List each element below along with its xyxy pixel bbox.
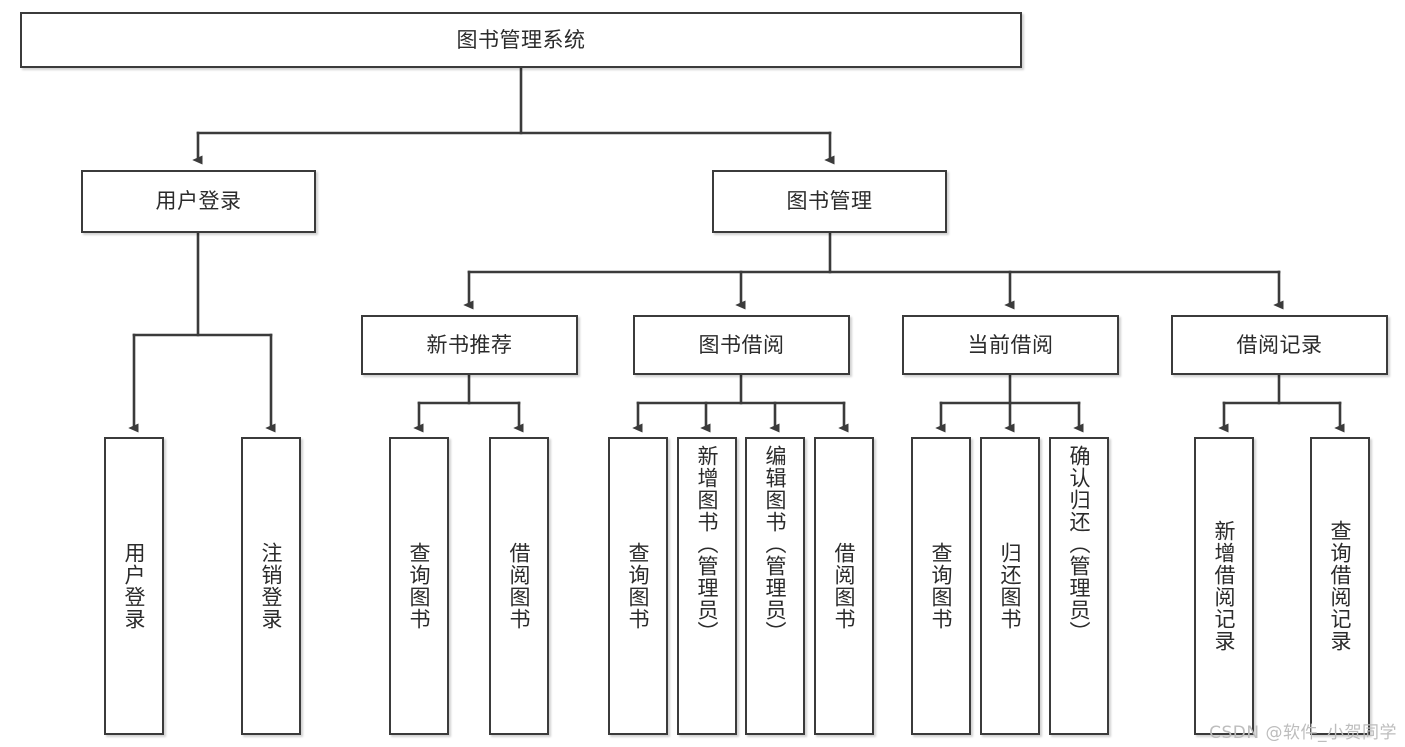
leaf-new-book-query[interactable]: 查询图书 (389, 437, 449, 735)
node-new-book-recommend[interactable]: 新书推荐 (361, 315, 578, 375)
leaf-label: 用户登录 (122, 542, 147, 630)
node-current-borrow-label: 当前借阅 (967, 332, 1054, 357)
leaf-user-login-login[interactable]: 用户登录 (104, 437, 164, 735)
leaf-label: 查询图书 (626, 542, 651, 630)
node-user-login-label: 用户登录 (155, 189, 242, 214)
node-book-management[interactable]: 图书管理 (712, 170, 947, 233)
leaf-label: 借阅图书 (832, 542, 857, 630)
leaf-label: 新增图书（管理员） (695, 445, 720, 643)
node-book-borrow[interactable]: 图书借阅 (633, 315, 850, 375)
node-root-label: 图书管理系统 (456, 27, 586, 52)
leaf-current-borrow-query[interactable]: 查询图书 (911, 437, 971, 735)
node-current-borrow[interactable]: 当前借阅 (902, 315, 1119, 375)
node-new-book-recommend-label: 新书推荐 (426, 332, 513, 357)
leaf-borrow-book-borrow[interactable]: 借阅图书 (814, 437, 874, 735)
leaf-label: 注销登录 (259, 542, 284, 630)
node-borrow-record[interactable]: 借阅记录 (1171, 315, 1388, 375)
leaf-label: 查询图书 (929, 542, 954, 630)
leaf-borrow-record-query[interactable]: 查询借阅记录 (1310, 437, 1370, 735)
node-book-borrow-label: 图书借阅 (698, 332, 785, 357)
leaf-label: 确认归还（管理员） (1067, 445, 1092, 643)
leaf-label: 编辑图书（管理员） (763, 445, 788, 643)
node-root[interactable]: 图书管理系统 (20, 12, 1022, 68)
leaf-borrow-book-add[interactable]: 新增图书（管理员） (677, 437, 737, 735)
leaf-new-book-borrow[interactable]: 借阅图书 (489, 437, 549, 735)
leaf-borrow-book-query[interactable]: 查询图书 (608, 437, 668, 735)
leaf-borrow-book-edit[interactable]: 编辑图书（管理员） (745, 437, 805, 735)
leaf-user-login-logout[interactable]: 注销登录 (241, 437, 301, 735)
leaf-current-borrow-confirm-return[interactable]: 确认归还（管理员） (1049, 437, 1109, 735)
leaf-current-borrow-return[interactable]: 归还图书 (980, 437, 1040, 735)
leaf-label: 查询图书 (407, 542, 432, 630)
node-borrow-record-label: 借阅记录 (1236, 332, 1323, 357)
leaf-label: 查询借阅记录 (1328, 520, 1353, 652)
leaf-label: 借阅图书 (507, 542, 532, 630)
node-book-management-label: 图书管理 (786, 189, 873, 214)
leaf-label: 归还图书 (998, 542, 1023, 630)
leaf-borrow-record-add[interactable]: 新增借阅记录 (1194, 437, 1254, 735)
leaf-label: 新增借阅记录 (1212, 520, 1237, 652)
node-user-login[interactable]: 用户登录 (81, 170, 316, 233)
